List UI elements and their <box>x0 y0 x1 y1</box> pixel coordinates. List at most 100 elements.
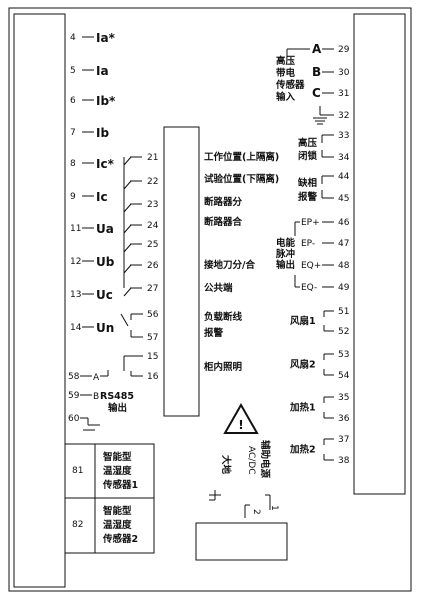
load-break-label-2: 报警 <box>204 327 224 339</box>
sensor-line3: 传感器1 <box>102 479 138 491</box>
terminal-signal-un: Un <box>96 321 114 335</box>
contact-terminal-group: 21222324252627工作位置(上隔离)试验位置(下隔离)断路器分断路器合… <box>68 151 279 545</box>
contact-switch <box>123 243 132 253</box>
pin-48: 48 <box>338 261 350 271</box>
rs485-b: B <box>93 392 99 402</box>
terminal-signal-ib-star: Ib* <box>96 94 116 108</box>
contact-pin-26: 26 <box>147 261 159 271</box>
hv-phase-a: A <box>312 42 322 56</box>
pin-45: 45 <box>338 194 349 204</box>
cabinet-light-label: 柜内照明 <box>203 361 243 373</box>
terminal-number: 12 <box>70 257 81 267</box>
terminal-signal-ib: Ib <box>96 126 109 140</box>
hv-phase-c: C <box>312 86 321 100</box>
contact-label: 断路器分 <box>204 196 243 208</box>
heater-pin: 38 <box>338 456 350 466</box>
pin-56: 56 <box>147 310 159 320</box>
contact-switch <box>123 224 132 234</box>
switch-blade <box>120 313 129 327</box>
terminal-number: 6 <box>70 96 76 106</box>
hv-sensor-label: 输入 <box>276 91 296 103</box>
contact-pin-27: 27 <box>147 284 158 294</box>
terminal-signal-ub: Ub <box>96 255 115 269</box>
heater-pin: 35 <box>338 393 349 403</box>
pin-60: 60 <box>68 414 80 424</box>
pin-15: 15 <box>147 352 158 362</box>
power-connector-box <box>195 522 288 561</box>
sensor-1-box <box>64 443 155 499</box>
fan-pin: 51 <box>338 307 349 317</box>
hv-sensor-label: 带电 <box>276 67 296 79</box>
phase-loss-label: 缺相 <box>297 177 317 189</box>
aux-power-title: 辅助电源 <box>259 440 271 479</box>
heater-pin: 36 <box>338 414 350 424</box>
contact-pin-21: 21 <box>147 153 158 163</box>
terminal-number: 7 <box>70 128 76 138</box>
rs485-title: RS485 <box>100 391 134 402</box>
energy-pulse-label: 脉冲 <box>275 248 296 260</box>
rs485-a: A <box>93 373 100 383</box>
warning-exclamation: ! <box>238 418 243 432</box>
energy-signal: EP- <box>301 239 315 249</box>
contact-pin-24: 24 <box>147 221 159 231</box>
contact-switch <box>123 264 132 274</box>
terminal-number: 4 <box>70 33 76 43</box>
contact-switch <box>123 287 132 297</box>
contact-label: 断路器合 <box>204 216 243 228</box>
warning-triangle-icon <box>223 402 259 434</box>
hv-pin-30: 30 <box>338 68 350 78</box>
fan-pin: 54 <box>338 371 350 381</box>
contact-label: 试验位置(下隔离) <box>204 173 279 185</box>
sensor-number: 81 <box>72 466 83 476</box>
terminal-number: 13 <box>70 290 81 300</box>
hv-lock-label: 高压 <box>298 137 318 149</box>
terminal-signal-uc: Uc <box>96 288 113 302</box>
energy-signal: EP+ <box>301 218 320 228</box>
fan-pin: 53 <box>338 350 349 360</box>
contact-pin-23: 23 <box>147 200 158 210</box>
energy-pulse-label: 输出 <box>276 259 295 271</box>
energy-signal: EQ+ <box>301 261 321 271</box>
center-terminal-block <box>163 126 200 417</box>
sensor-line2: 温湿度 <box>103 519 132 531</box>
terminal-signal-ic: Ic <box>96 190 108 204</box>
contact-label: 接地刀分/合 <box>204 259 255 271</box>
load-break-label: 负载断线 <box>204 311 243 323</box>
terminal-signal-ic-star: Ic* <box>96 157 115 171</box>
terminal-number: 5 <box>70 66 76 76</box>
terminal-signal-ia: Ia <box>96 64 109 78</box>
contact-pin-25: 25 <box>147 240 158 250</box>
right-terminal-group: 高压带电传感器输入ABC29303132高压闭锁3334缺相报警4445电能脉冲… <box>275 42 350 466</box>
terminal-number: 8 <box>70 159 76 169</box>
terminal-signal-ia-star: Ia* <box>96 31 116 45</box>
pin-49: 49 <box>338 283 350 293</box>
hv-phase-b: B <box>312 65 321 79</box>
hv-pin-29: 29 <box>338 45 350 55</box>
pin-34: 34 <box>338 153 350 163</box>
hv-pin-32: 32 <box>338 111 349 121</box>
pin-16: 16 <box>147 372 159 382</box>
pin-33: 33 <box>338 131 349 141</box>
heater-label: 加热1 <box>289 402 316 414</box>
contact-switch <box>123 203 132 213</box>
pin-59: 59 <box>68 391 80 401</box>
fan-label: 风扇1 <box>290 315 316 327</box>
rs485-subtitle: 输出 <box>108 402 127 414</box>
hv-lock-label-2: 闭锁 <box>298 150 318 162</box>
contact-switch <box>123 156 132 166</box>
pin-57: 57 <box>147 333 158 343</box>
pin-44: 44 <box>338 172 350 182</box>
hv-pin-31: 31 <box>338 89 349 99</box>
right-terminal-strip <box>353 13 406 495</box>
heater-label: 加热2 <box>289 444 316 456</box>
terminal-number: 11 <box>70 224 81 234</box>
contact-switch <box>123 180 132 190</box>
aux-power-type: AC/DC <box>246 446 256 475</box>
phase-loss-label-2: 报警 <box>298 191 318 203</box>
contact-pin-22: 22 <box>147 177 158 187</box>
left-terminal-strip <box>13 13 66 588</box>
sensor-line1: 智能型 <box>103 505 132 517</box>
energy-pulse-label: 电能 <box>276 237 296 249</box>
